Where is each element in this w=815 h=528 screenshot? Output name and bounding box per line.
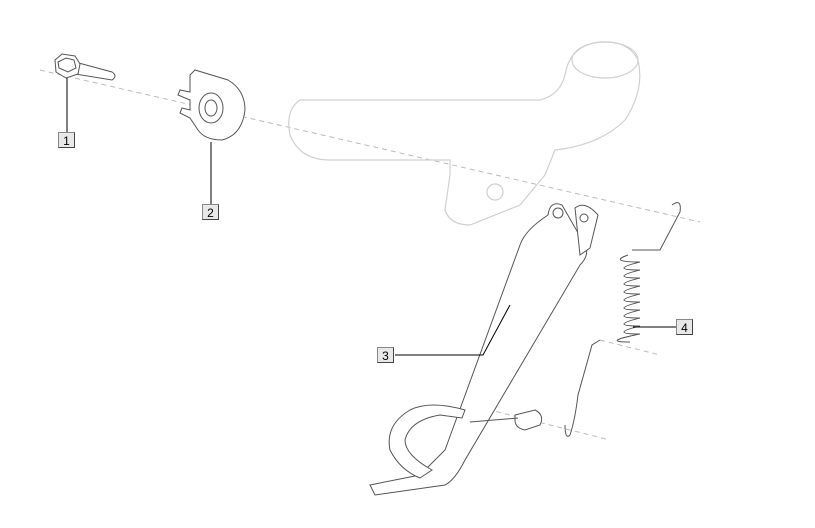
- callout-3[interactable]: 3: [377, 347, 394, 363]
- callout-2[interactable]: 2: [202, 204, 219, 220]
- centerlines: [39, 69, 701, 441]
- callout-1[interactable]: 1: [58, 132, 75, 148]
- side-stand-part: [369, 203, 599, 496]
- frame-ghost: [288, 41, 641, 226]
- spacer-part: [177, 69, 246, 141]
- leader-lines: [66, 78, 676, 356]
- callout-4[interactable]: 4: [676, 319, 693, 335]
- bolt-part: [54, 53, 116, 81]
